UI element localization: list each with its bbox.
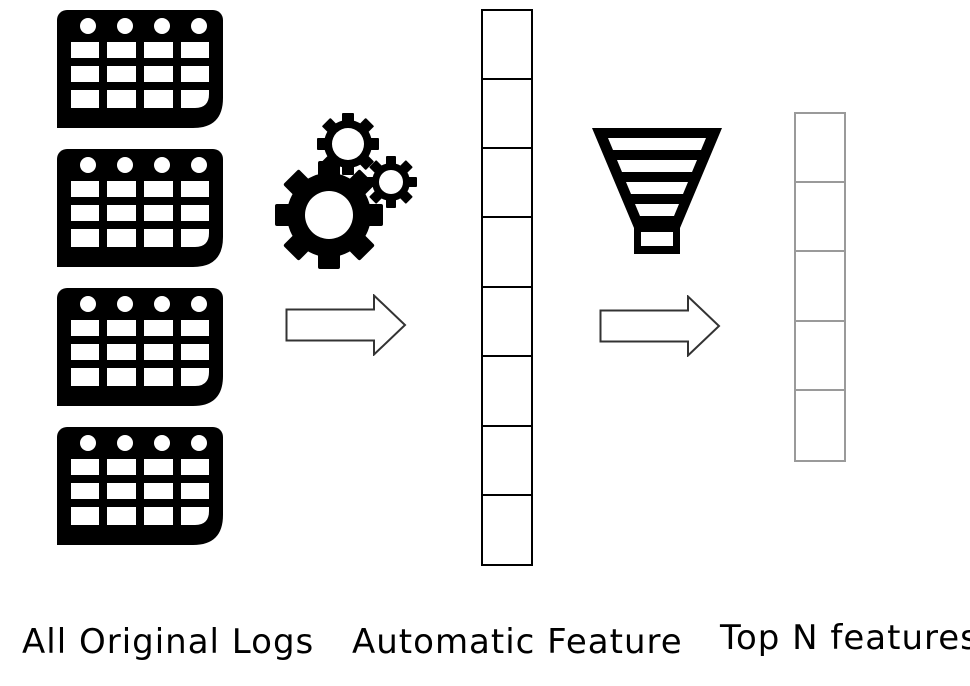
label-top-n-features: Top N features [720, 618, 970, 658]
funnel-icon [592, 128, 722, 254]
log-table-stack [0, 0, 260, 570]
table-icon [57, 10, 223, 128]
table-icon [57, 149, 223, 267]
table-icon [57, 427, 223, 545]
top-feature-cell [794, 112, 846, 462]
label-automatic-feature: Automatic Feature [352, 622, 683, 662]
arrow-right-icon [285, 294, 407, 356]
label-all-original-logs: All Original Logs [22, 622, 315, 662]
gears-icon [275, 113, 417, 269]
feature-vector [481, 9, 533, 566]
table-icon [57, 288, 223, 406]
arrow-right-icon [599, 295, 721, 357]
top-features-vector [794, 112, 846, 462]
